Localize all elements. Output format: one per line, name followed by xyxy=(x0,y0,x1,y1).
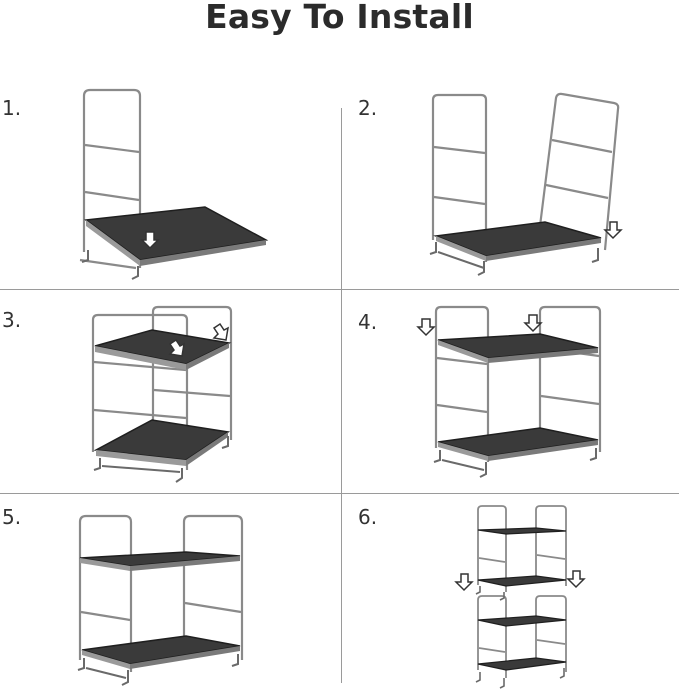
page-title: Easy To Install xyxy=(205,0,474,36)
step-4-number: 4. xyxy=(358,310,378,334)
divider-row-2 xyxy=(0,493,679,494)
step-6-number: 6. xyxy=(358,505,378,529)
step-1-number: 1. xyxy=(2,96,22,120)
step-5-number: 5. xyxy=(2,505,22,529)
divider-vertical xyxy=(341,108,342,683)
divider-row-1 xyxy=(0,289,679,290)
step-2-number: 2. xyxy=(358,96,378,120)
step-3-number: 3. xyxy=(2,308,22,332)
